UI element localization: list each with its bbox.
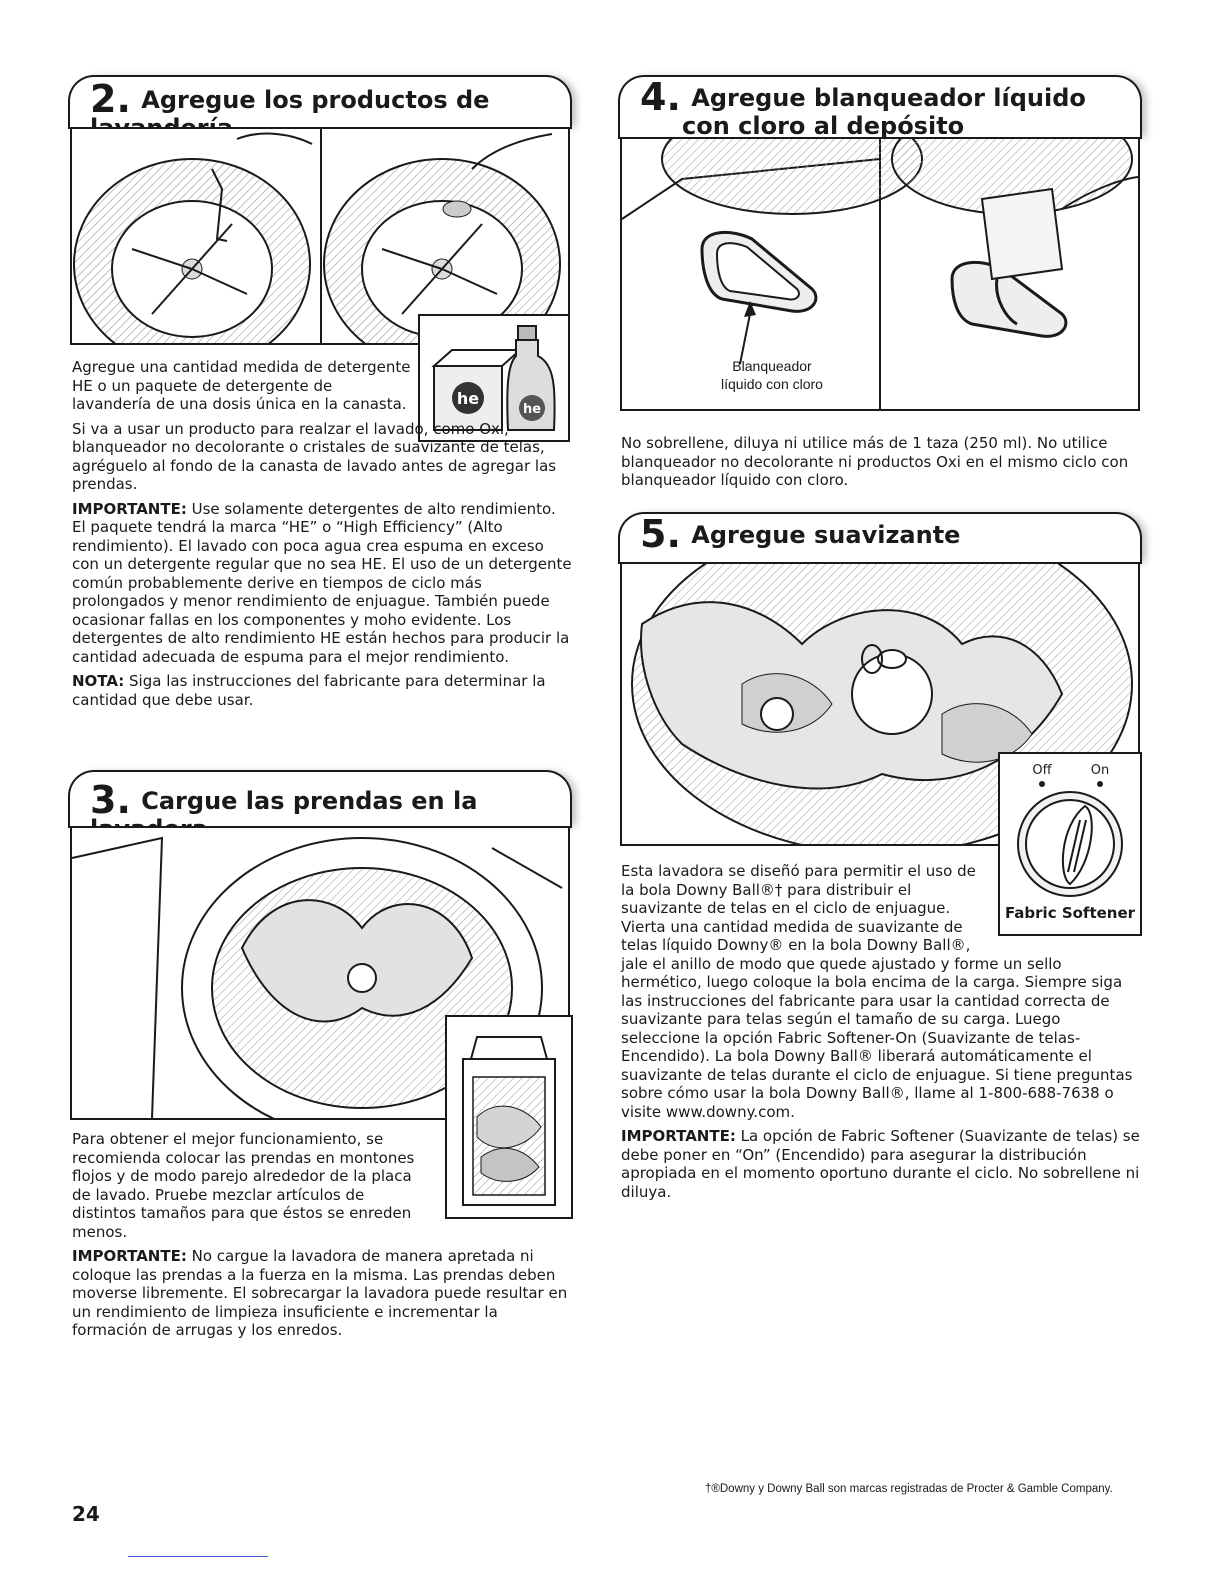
step-title-line2: con cloro al depósito [682, 112, 965, 140]
step-number: 4. [640, 75, 681, 119]
section-2-p3: IMPORTANTE: Use solamente detergentes de… [72, 500, 572, 667]
important-label: IMPORTANTE: [621, 1127, 736, 1145]
section-4-title: 4. Agregue blanqueador líquido con cloro… [640, 78, 1086, 140]
section-2-p1: Agregue una cantidad medida de detergent… [72, 358, 411, 413]
important-label: IMPORTANTE: [72, 1247, 187, 1265]
section-5-title: 5. Agregue suavizante [640, 515, 961, 553]
section-2-p2: Si va a usar un producto para realzar el… [72, 419, 557, 494]
section-2-p4-text: Siga las instrucciones del fabricante pa… [72, 672, 546, 709]
section-3-p2: IMPORTANTE: No cargue la lavadora de man… [72, 1247, 577, 1340]
section-2-p4: NOTA: Siga las instrucciones del fabrica… [72, 672, 572, 709]
fabric-softener-knob-inset: Off On Fabric Softener [998, 752, 1142, 936]
footer-line [128, 1556, 268, 1557]
section-3-p1: Para obtener el mejor funcionamiento, se… [72, 1130, 415, 1241]
knob-caption: Fabric Softener [1004, 904, 1136, 922]
section-2-header: 2. Agregue los productos de lavandería [68, 75, 572, 142]
section-3-header: 3. Cargue las prendas en la lavadora [68, 770, 572, 843]
step-number: 5. [640, 512, 681, 556]
section-4-header: 4. Agregue blanqueador líquido con cloro… [618, 75, 1142, 140]
step-title: Agregue suavizante [691, 521, 961, 549]
he-logo-text: he [457, 389, 479, 408]
step-number: 2. [90, 77, 131, 121]
section-5-body: Esta lavadora se diseñó para permitir el… [621, 862, 1143, 1207]
section-3-body: Para obtener el mejor funcionamiento, se… [72, 1130, 577, 1346]
he-bottle-logo-text: he [523, 402, 541, 417]
knob-on-label: On [1091, 763, 1109, 778]
callout-line1: Blanqueador [732, 358, 812, 374]
callout-line2: líquido con cloro [721, 376, 823, 392]
section-5-header: 5. Agregue suavizante [618, 512, 1142, 564]
step-title-line1: Agregue blanqueador líquido [691, 84, 1086, 112]
important-label: IMPORTANTE: [72, 499, 187, 518]
section-5-p2: IMPORTANTE: La opción de Fabric Softener… [621, 1127, 1143, 1201]
bleach-illustration: Blanqueador líquido con cloro [620, 137, 1140, 411]
washer-load-inset [445, 1015, 573, 1219]
section-2-p3-text: Use solamente detergentes de alto rendim… [72, 499, 572, 666]
detergent-illustration [70, 127, 570, 345]
section-3-p2-text: No cargue la lavadora de manera apretada… [72, 1247, 568, 1339]
washer-drum-illustration [73, 129, 561, 343]
load-clothes-illustration [70, 826, 570, 1120]
step-number: 3. [90, 778, 131, 822]
section-2-body: Agregue una cantidad medida de detergent… [72, 358, 572, 715]
he-detergent-icon: he he [431, 325, 556, 431]
loaded-basket-icon [462, 1036, 556, 1206]
detergent-bottle-inset: he he [418, 314, 570, 442]
knob-off-label: Off [1032, 763, 1052, 778]
bleach-dispenser-illustration: Blanqueador líquido con cloro [622, 139, 1138, 409]
section-5-p2-text: La opción de Fabric Softener (Suavizante… [621, 1127, 1140, 1201]
section-5-p1-text: Esta lavadora se diseñó para permitir el… [621, 862, 1133, 1121]
section-4-body: No sobrellene, diluya ni utilice más de … [621, 434, 1141, 496]
softener-knob: Off On [1017, 763, 1123, 897]
trademark-footnote: †®Downy y Downy Ball son marcas registra… [705, 1483, 1113, 1495]
section-4-p1: No sobrellene, diluya ni utilice más de … [621, 434, 1129, 489]
page-number: 24 [72, 1502, 100, 1526]
section-5-p1: Esta lavadora se diseñó para permitir el… [621, 862, 1143, 1121]
note-label: NOTA: [72, 672, 125, 690]
